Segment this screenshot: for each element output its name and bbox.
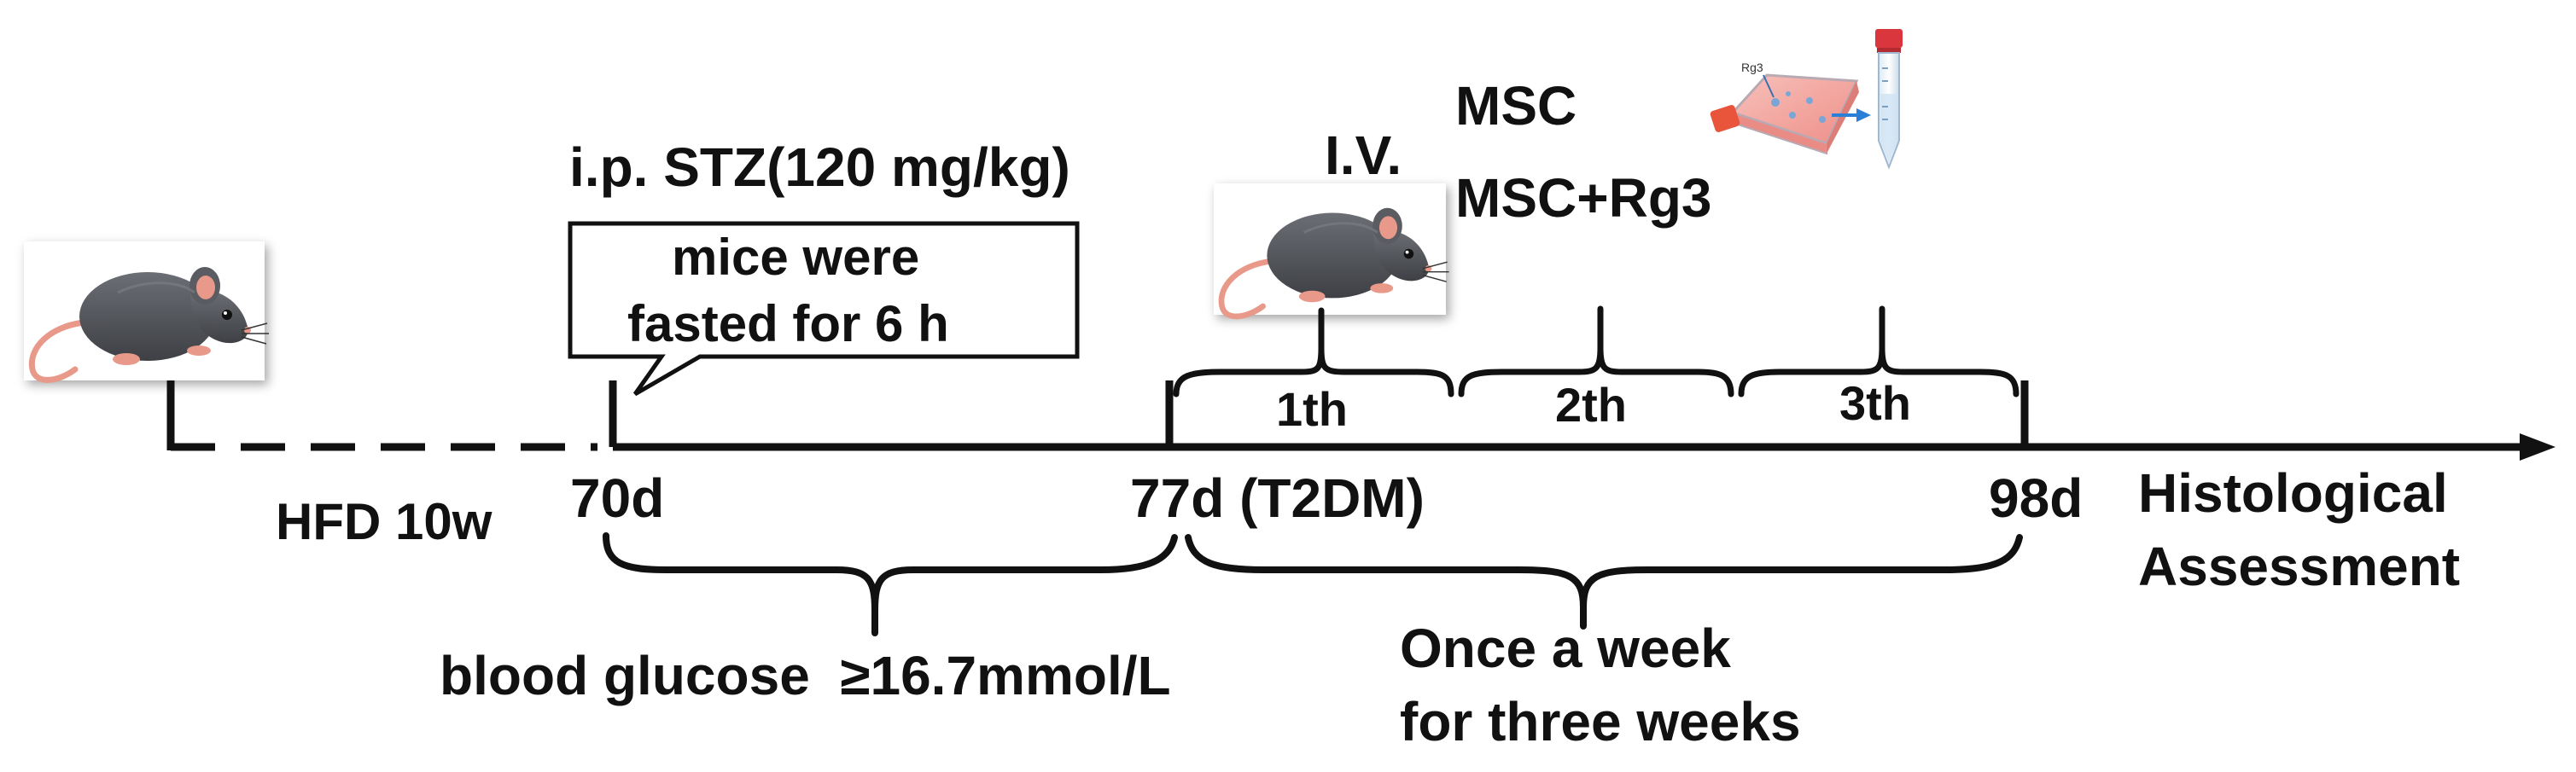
stage-label-77d: 77d (T2DM) — [1130, 467, 1425, 529]
fasting-callout — [568, 221, 1080, 397]
stage-label-98d: 98d — [1989, 467, 2084, 529]
period-braces — [603, 532, 2023, 636]
brace-blood-glucose — [603, 532, 1178, 636]
dose-label-2: 2th — [1555, 378, 1627, 432]
schedule-line1: Once a week — [1400, 618, 1731, 679]
stz-injection-title: i.p. STZ(120 mg/kg) — [569, 136, 1070, 198]
arrow-right-icon — [1832, 108, 1871, 122]
timeline-arrowhead — [2520, 433, 2556, 461]
fasting-callout-line1: mice were — [672, 229, 920, 286]
stage-label-hfd: HFD 10w — [276, 493, 492, 550]
endpoint-label-line2: Assessment — [2138, 536, 2461, 597]
schedule-line2: for three weeks — [1400, 691, 1801, 752]
dose-label-1: 1th — [1276, 382, 1348, 436]
blood-glucose-criterion: blood glucose ≥16.7mmol/L — [440, 645, 1171, 706]
dose-braces — [1173, 305, 2019, 398]
brace-schedule — [1185, 534, 2023, 630]
group-msc-rg3-label: MSC+Rg3 — [1455, 167, 1712, 229]
stage-label-70d: 70d — [570, 467, 665, 529]
timeline-axis — [166, 380, 2526, 451]
culture-reagent-label: Rg3 — [1741, 61, 1763, 74]
centrifuge-tube-icon — [1865, 29, 1913, 218]
brace-dose-1 — [1173, 307, 1454, 398]
endpoint-label-line1: Histological — [2138, 462, 2448, 524]
cell-culture-flask-icon — [1704, 34, 1891, 188]
fasting-callout-line2: fasted for 6 h — [627, 295, 949, 352]
group-msc-label: MSC — [1455, 75, 1577, 136]
brace-dose-3 — [1738, 305, 2019, 398]
iv-route-label: I.V. — [1325, 125, 1402, 186]
brace-dose-2 — [1458, 305, 1734, 398]
dose-label-3: 3th — [1839, 376, 1911, 430]
